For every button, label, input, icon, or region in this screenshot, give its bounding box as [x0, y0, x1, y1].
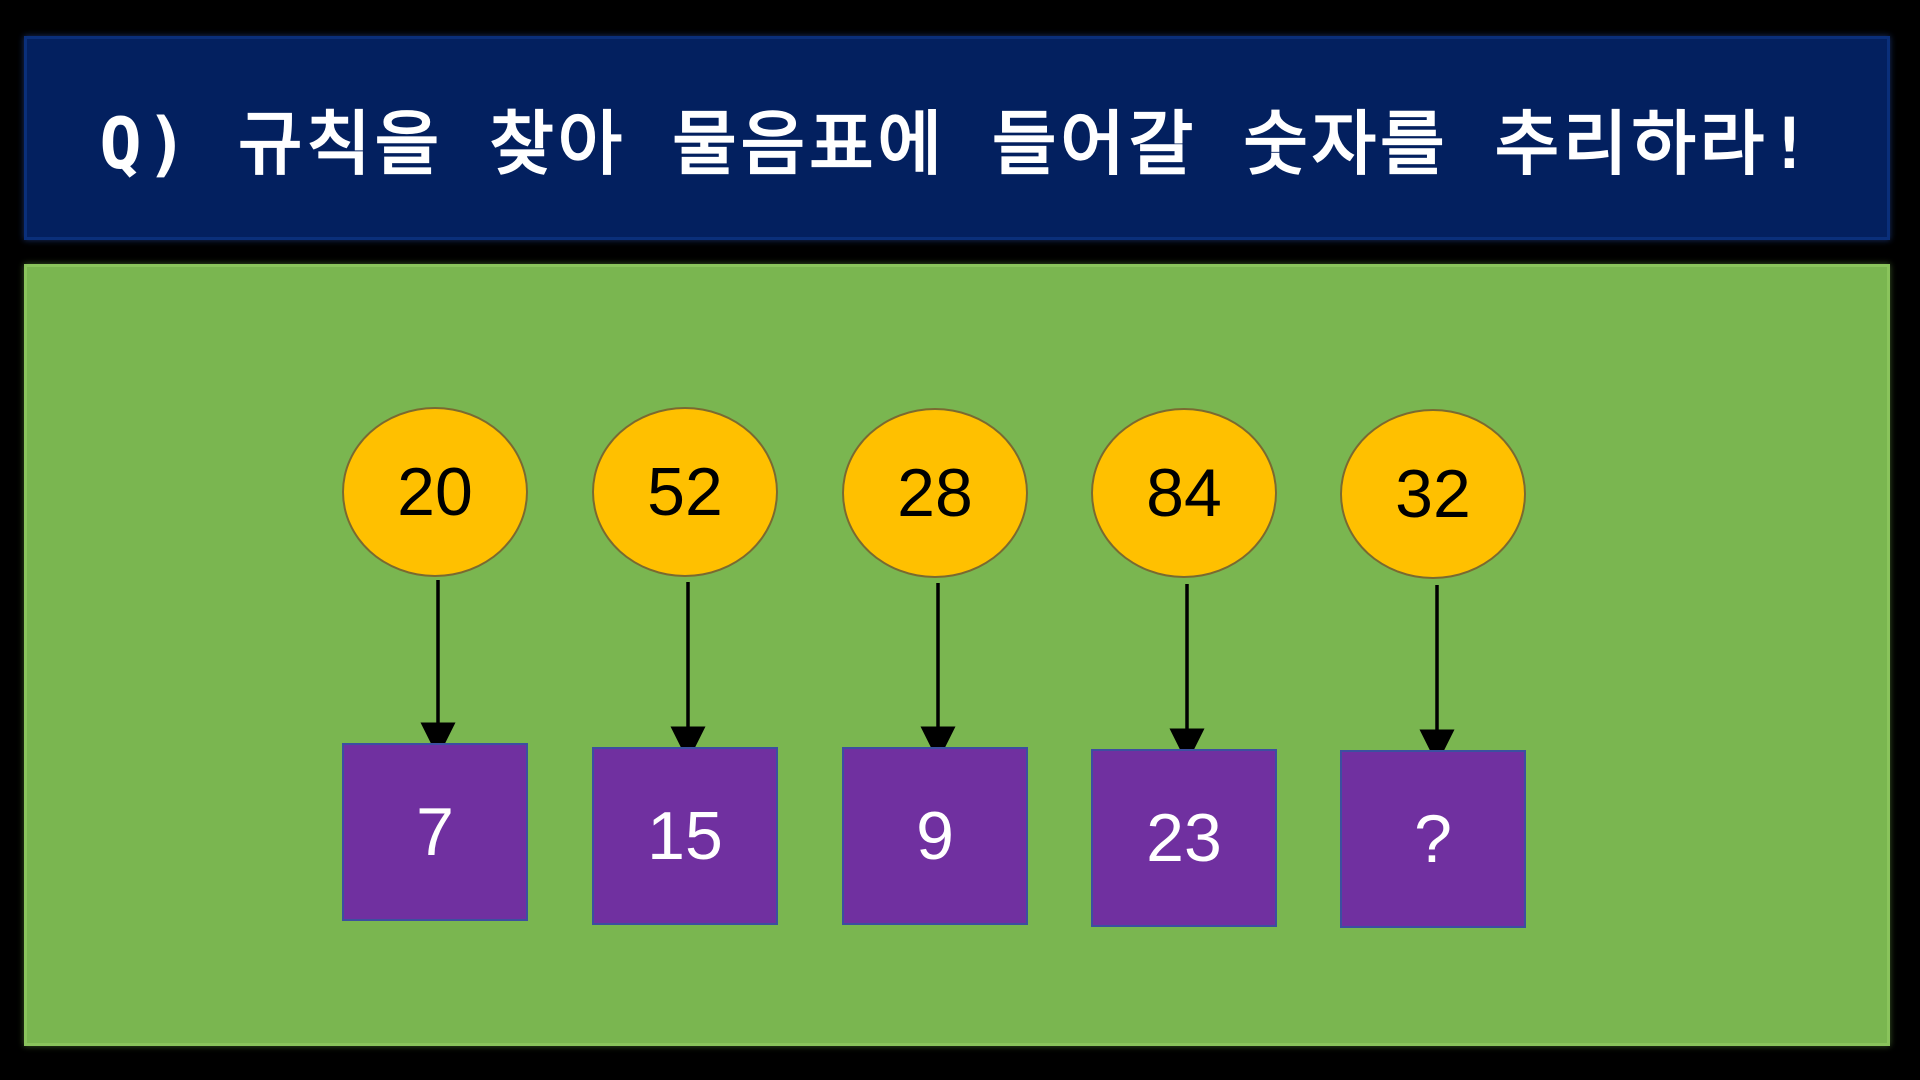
- top-number-circle-1: 20: [342, 407, 528, 577]
- answer-box-unknown: ?: [1340, 750, 1526, 928]
- title-banner: Q) 규칙을 찾아 물음표에 들어갈 숫자를 추리하라!: [24, 36, 1890, 240]
- bottom-result-box-2: 15: [592, 747, 778, 925]
- bottom-result-box-4: 23: [1091, 749, 1277, 927]
- top-number-circle-4: 84: [1091, 408, 1277, 578]
- question-title: Q) 규칙을 찾아 물음표에 들어갈 숫자를 추리하라!: [99, 102, 1815, 185]
- puzzle-board: [24, 264, 1890, 1046]
- top-number-circle-5: 32: [1340, 409, 1526, 579]
- bottom-result-box-1: 7: [342, 743, 528, 921]
- top-number-circle-2: 52: [592, 407, 778, 577]
- bottom-result-box-3: 9: [842, 747, 1028, 925]
- top-number-circle-3: 28: [842, 408, 1028, 578]
